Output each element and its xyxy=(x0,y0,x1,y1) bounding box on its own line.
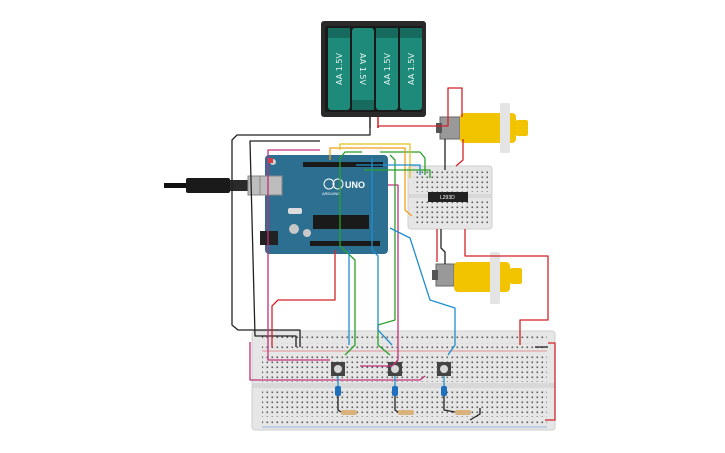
dc-motor-top xyxy=(436,103,528,153)
tan-resistor-3 xyxy=(455,410,471,415)
usb-cable xyxy=(164,175,269,196)
battery-pack: AA 1.5V AA 1.5V AA 1.5V AA 1.5V xyxy=(321,21,426,128)
tan-resistor-2 xyxy=(398,410,414,415)
driver-chip-label: L293D xyxy=(440,195,455,201)
battery-cell-label: AA 1.5V xyxy=(383,53,392,85)
tan-resistor-1 xyxy=(341,410,357,415)
dc-motor-bottom xyxy=(432,252,522,304)
arduino-uno: UNO ARDUINO xyxy=(259,155,388,254)
battery-cell-4: AA 1.5V xyxy=(400,28,422,110)
resistor-3 xyxy=(441,386,447,396)
battery-cell-label: AA 1.5V xyxy=(407,53,416,85)
battery-cell-2: AA 1.5V xyxy=(352,28,374,110)
arduino-model-label: UNO xyxy=(345,180,365,190)
battery-cell-1: AA 1.5V xyxy=(328,28,350,110)
wires xyxy=(231,87,556,421)
resistor-1 xyxy=(335,386,341,396)
arduino-brand-label: ARDUINO xyxy=(322,191,340,196)
battery-cell-label: AA 1.5V xyxy=(358,53,367,85)
push-button-1 xyxy=(331,362,345,376)
push-button-2 xyxy=(388,362,402,376)
motor-driver-chip: L293D xyxy=(428,192,468,202)
push-button-3 xyxy=(437,362,451,376)
resistor-2 xyxy=(392,386,398,396)
battery-cell-3: AA 1.5V xyxy=(376,28,398,110)
battery-cell-label: AA 1.5V xyxy=(335,53,344,85)
